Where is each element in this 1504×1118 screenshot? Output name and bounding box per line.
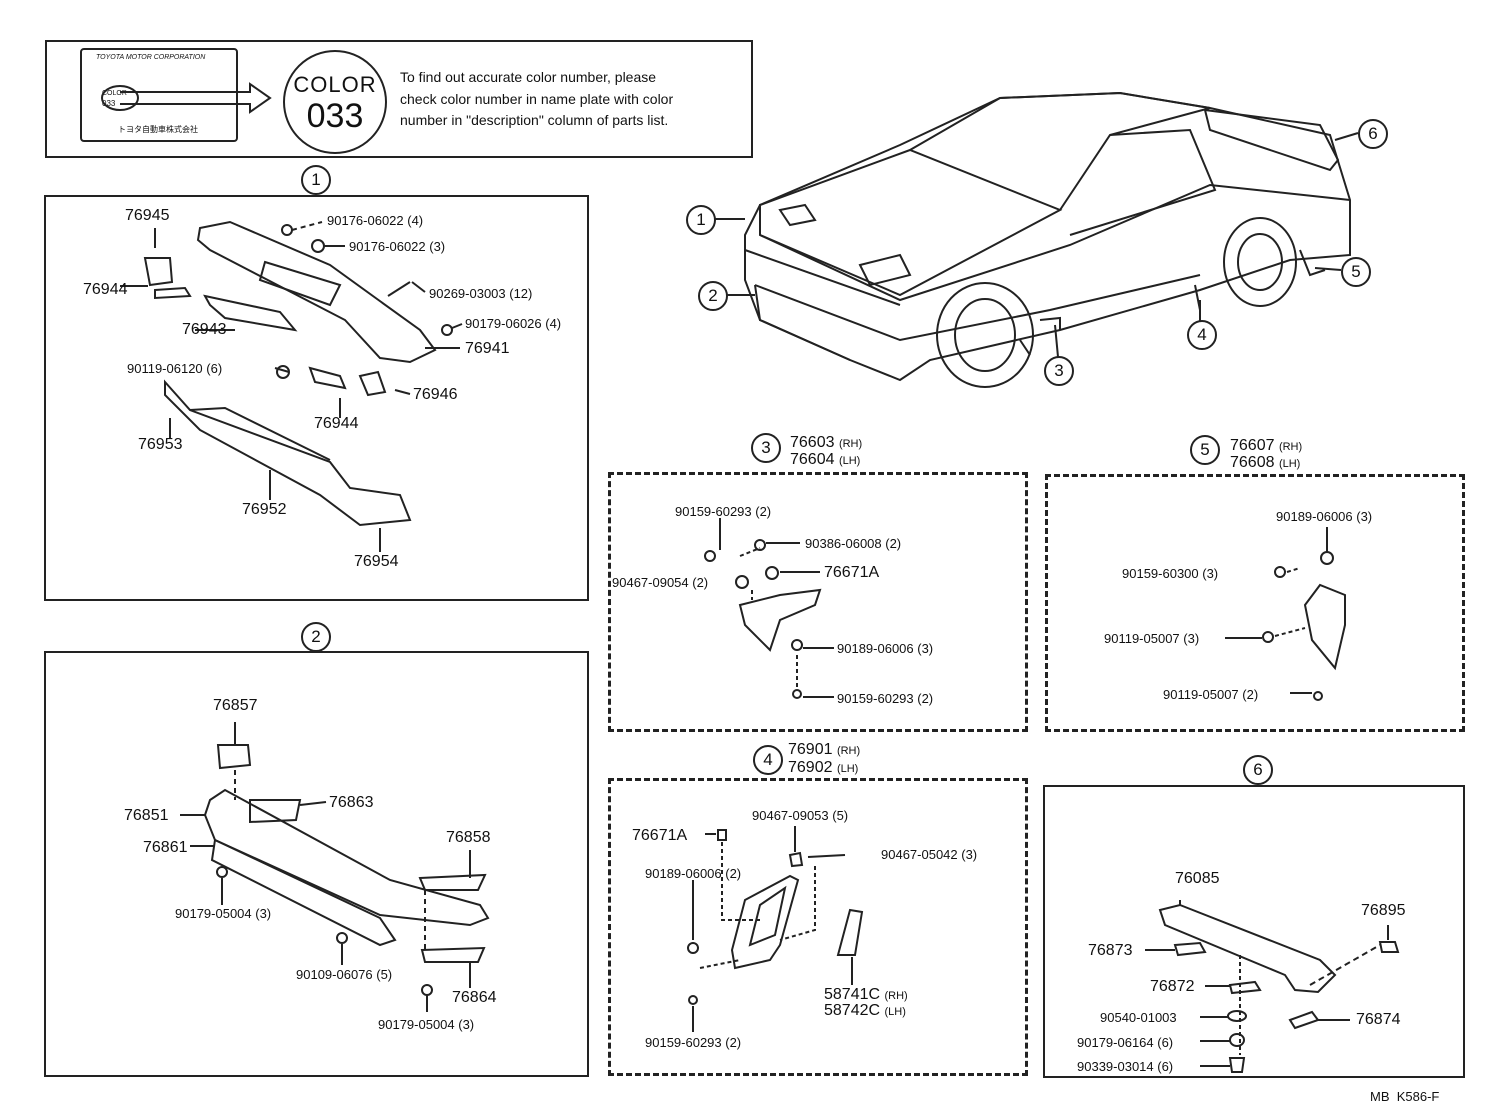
section-6-marker: 6	[1243, 755, 1273, 785]
part-label: 90179-05004 (3)	[175, 906, 272, 921]
part-label: 90467-09053 (5)	[752, 808, 849, 823]
section-2-marker: 2	[301, 622, 331, 652]
plate-footer: トヨタ自動車株式会社	[118, 125, 198, 134]
color-note-box	[45, 40, 753, 158]
part-label: 90467-05042 (3)	[881, 847, 978, 862]
section-4-title-lh: 76902 (LH)	[788, 759, 859, 776]
color-badge-word: COLOR	[293, 72, 377, 97]
note-line-3: number in "description" column of parts …	[400, 112, 669, 128]
part-label: 90189-06006 (3)	[1276, 509, 1373, 524]
section-5-box	[1045, 474, 1465, 732]
section-3-box	[608, 472, 1028, 732]
part-label: 90467-09054 (2)	[612, 575, 709, 590]
section-3-marker: 3	[751, 433, 781, 463]
section-2-drawing	[180, 722, 490, 1012]
part-label: 90189-06006 (3)	[837, 641, 934, 656]
plate-color-code: 033	[102, 99, 116, 108]
part-label: 90159-60293 (2)	[645, 1035, 742, 1050]
section-3-drawing	[704, 518, 834, 699]
part-label: 76851	[124, 807, 169, 824]
name-plate: TOYOTA MOTOR CORPORATION COLOR 033 トヨタ自動…	[80, 48, 238, 142]
section-4-marker: 4	[753, 745, 783, 775]
part-label: 90159-60293 (2)	[675, 504, 772, 519]
part-label: 76895	[1361, 902, 1406, 919]
part-label: 90339-03014 (6)	[1077, 1059, 1174, 1074]
part-label: 76863	[329, 794, 374, 811]
part-label: 90179-06026 (4)	[465, 316, 562, 331]
part-label: 90119-05007 (3)	[1104, 631, 1200, 646]
part-label: 90540-01003	[1100, 1010, 1177, 1025]
note-line-1: To find out accurate color number, pleas…	[400, 69, 657, 85]
drawing-code: MB K586-F	[1370, 1089, 1440, 1104]
part-label: 76872	[1150, 978, 1195, 995]
section-6-box	[1043, 785, 1465, 1078]
part-label: 76861	[143, 839, 188, 856]
car-marker-3: 3	[1044, 356, 1074, 386]
color-badge: COLOR 033	[283, 50, 387, 154]
part-label: 76954	[354, 553, 399, 570]
part-label: 76943	[182, 321, 227, 338]
part-label: 76858	[446, 829, 491, 846]
section-4-box	[608, 778, 1028, 1076]
section-4-title-rh: 76901 (RH)	[788, 741, 861, 758]
part-label: 76085	[1175, 870, 1220, 887]
part-label: 76873	[1088, 942, 1133, 959]
part-label: 76953	[138, 436, 183, 453]
section-5-title-lh: 76608 (LH)	[1230, 454, 1301, 471]
part-label: 90109-06076 (5)	[296, 967, 393, 982]
part-label: 76946	[413, 386, 458, 403]
car-outline	[744, 91, 1351, 388]
section-3-title-lh: 76604 (LH)	[790, 451, 861, 468]
note-line-2: check color number in name plate with co…	[400, 91, 674, 107]
part-label: 90176-06022 (4)	[327, 213, 424, 228]
part-label: 76864	[452, 989, 497, 1006]
car-marker-6: 6	[1358, 119, 1388, 149]
part-label: 76952	[242, 501, 287, 518]
part-label: 90179-05004 (3)	[378, 1017, 475, 1032]
car-marker-2: 2	[698, 281, 728, 311]
part-label: 76944	[83, 281, 128, 298]
part-label: 76874	[1356, 1011, 1401, 1028]
section-2-box	[44, 651, 589, 1077]
section-3-title-rh: 76603 (RH)	[790, 434, 863, 451]
car-marker-1: 1	[686, 205, 716, 235]
part-label: 90159-60293 (2)	[837, 691, 934, 706]
note-arrow	[120, 82, 272, 114]
part-label: 90179-06164 (6)	[1077, 1035, 1174, 1050]
part-label: 90119-06120 (6)	[127, 361, 223, 376]
part-label: 76941	[465, 340, 510, 357]
part-label: 90269-03003 (12)	[429, 286, 533, 301]
part-label: 76945	[125, 207, 170, 224]
section-6-drawing	[1145, 900, 1400, 1073]
part-label: 90386-06008 (2)	[805, 536, 902, 551]
section-5-drawing	[1225, 527, 1346, 701]
part-label: 90176-06022 (3)	[349, 239, 446, 254]
plate-company: TOYOTA MOTOR CORPORATION	[96, 54, 206, 61]
section-5-marker: 5	[1190, 435, 1220, 465]
part-label: 76857	[213, 697, 258, 714]
section-1-marker: 1	[301, 165, 331, 195]
part-label: 76944	[314, 415, 359, 432]
part-label: 76671A	[824, 564, 880, 581]
car-marker-4: 4	[1187, 320, 1217, 350]
part-label: 90159-60300 (3)	[1122, 566, 1219, 581]
plate-color-word: COLOR	[102, 90, 127, 97]
part-label: 90189-06006 (2)	[645, 866, 742, 881]
section-4-drawing	[687, 826, 864, 1032]
section-1-box	[44, 195, 589, 601]
color-badge-code: 033	[306, 97, 364, 135]
part-label-rh: 58741C (RH)	[824, 986, 908, 1003]
section-1-drawing	[120, 220, 463, 552]
part-label-lh: 58742C (LH)	[824, 1002, 906, 1019]
part-label: 90119-05007 (2)	[1163, 687, 1259, 702]
section-5-title-rh: 76607 (RH)	[1230, 437, 1303, 454]
part-label: 76671A	[632, 827, 688, 844]
car-marker-5: 5	[1341, 257, 1371, 287]
